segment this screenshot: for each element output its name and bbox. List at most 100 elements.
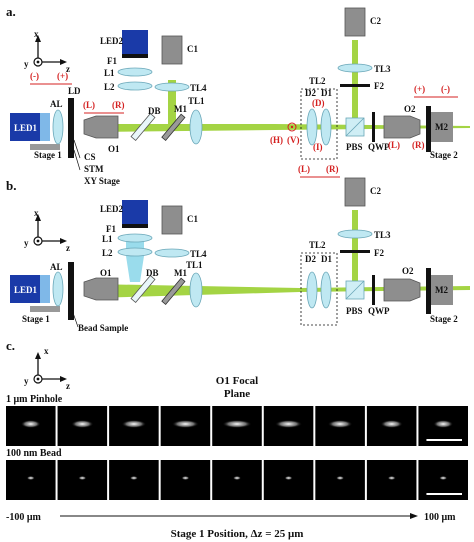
o2-label-b: O2 bbox=[402, 266, 414, 276]
tl4-label-b: TL4 bbox=[190, 249, 207, 259]
bead-frame-spot-7 bbox=[336, 476, 345, 480]
stage2-label-a: Stage 2 bbox=[430, 150, 458, 160]
panel-b: b. x y z LED1 Stage 1 AL Bead Sample O1 … bbox=[6, 177, 470, 333]
tl4-lens-a bbox=[154, 82, 190, 92]
red-R2-a: (R) bbox=[326, 164, 339, 174]
m2-label-a: M2 bbox=[435, 122, 448, 132]
focal-title-2: Plane bbox=[224, 388, 250, 400]
stage1-base-a bbox=[30, 144, 60, 150]
m2-mirror-a bbox=[426, 106, 431, 152]
red-R-a: (R) bbox=[112, 100, 125, 110]
beam-main-a bbox=[92, 124, 470, 132]
led2-b bbox=[122, 200, 148, 224]
tl1-lens-a bbox=[189, 109, 203, 145]
tl2-label-a: TL2 bbox=[309, 76, 326, 86]
pbs-label-a: PBS bbox=[346, 142, 363, 152]
panel-c-label: c. bbox=[6, 338, 15, 353]
o1-label-b: O1 bbox=[100, 268, 112, 278]
bead-sample-label: Bead Sample bbox=[78, 323, 128, 333]
tl3-label-a: TL3 bbox=[374, 64, 391, 74]
stage2-a bbox=[431, 112, 453, 142]
bead-frame-spot-9 bbox=[439, 476, 448, 480]
row1-label: 1 μm Pinhole bbox=[6, 394, 63, 405]
al-label-b: AL bbox=[50, 262, 63, 272]
x-title: Stage 1 Position, Δz = 25 μm bbox=[171, 528, 304, 540]
tl2-label-b: TL2 bbox=[309, 240, 326, 250]
bead-frame-7 bbox=[315, 460, 365, 500]
l1-label-a: L1 bbox=[104, 68, 115, 78]
stage2-b bbox=[431, 275, 453, 305]
axis-x-label: x bbox=[34, 29, 39, 39]
bead-frame-spot-6 bbox=[284, 476, 293, 480]
m2-mirror-b bbox=[426, 268, 431, 314]
db-label-b: DB bbox=[146, 268, 159, 278]
axis-z-label-c: z bbox=[66, 381, 70, 391]
red-D-a: (D) bbox=[312, 98, 325, 108]
d2-lens-a bbox=[306, 108, 318, 146]
o2-objective-a bbox=[383, 115, 421, 139]
sign-plus2-a: (+) bbox=[414, 84, 425, 94]
row2-label: 100 nm Bead bbox=[6, 448, 62, 459]
m1-mirror-b bbox=[161, 277, 186, 305]
pinhole-frame-spot-2 bbox=[71, 420, 94, 428]
f2-label-a: F2 bbox=[374, 81, 384, 91]
ld-slide-a bbox=[68, 98, 74, 158]
led1-label-a: LED1 bbox=[14, 123, 38, 133]
o1-label-a: O1 bbox=[108, 144, 120, 154]
focal-title-1: O1 Focal bbox=[216, 375, 258, 387]
pinhole-frame-spot-1 bbox=[20, 420, 41, 428]
bead-frame-spot-1 bbox=[26, 476, 35, 480]
bead-frame-spot-5 bbox=[233, 476, 241, 480]
f2-filter-a bbox=[340, 84, 370, 87]
o1-objective-b bbox=[83, 277, 119, 301]
o2-objective-b bbox=[383, 278, 421, 302]
pinhole-frame-spot-4 bbox=[171, 420, 200, 428]
bead-frame-4 bbox=[160, 460, 211, 500]
panel-c: c. x y z O1 Focal Plane 1 μm Pinhole 100… bbox=[6, 338, 468, 540]
red-L2-a: (L) bbox=[298, 164, 310, 174]
pinhole-frame-spot-9 bbox=[433, 420, 454, 428]
panel-a: a. x y z LED1 Stage 1 AL LD CS STM XY S bbox=[6, 4, 470, 186]
red-L-a: (L) bbox=[83, 100, 95, 110]
l2-lens-a bbox=[117, 81, 153, 91]
l1-label-b: L1 bbox=[102, 234, 113, 244]
stage1-label-a: Stage 1 bbox=[34, 150, 62, 160]
led1-label-b: LED1 bbox=[14, 285, 38, 295]
cs-label-a: CS bbox=[84, 152, 96, 162]
c1-label-a: C1 bbox=[187, 44, 198, 54]
bead-frame-spot-8 bbox=[387, 476, 396, 480]
pinhole-frame-spot-5 bbox=[222, 420, 252, 428]
bead-frame-spot-3 bbox=[129, 476, 138, 480]
c2-camera-b bbox=[344, 177, 366, 207]
pinhole-frame-spot-7 bbox=[327, 420, 353, 428]
panel-a-label: a. bbox=[6, 4, 16, 19]
axis-y-label-c: y bbox=[24, 376, 29, 386]
tl3-lens-b bbox=[337, 229, 373, 239]
tl3-label-b: TL3 bbox=[374, 230, 391, 240]
db-label-a: DB bbox=[148, 106, 161, 116]
red-V-a: (V) bbox=[287, 135, 300, 145]
tl3-lens-a bbox=[337, 63, 373, 73]
m1-label-b: M1 bbox=[174, 268, 187, 278]
bead-frame-8 bbox=[366, 460, 417, 500]
axes-a: x y z bbox=[24, 29, 70, 74]
led2-label-a: LED2 bbox=[100, 36, 124, 46]
stage2-label-b: Stage 2 bbox=[430, 314, 458, 324]
pinhole-image-row bbox=[6, 406, 468, 446]
qwp-label-a: QWP bbox=[368, 142, 390, 152]
illumination-cone-b bbox=[126, 236, 144, 282]
d1-label-a: D1 bbox=[321, 88, 332, 98]
red-H-a: (H) bbox=[270, 135, 283, 145]
m2-label-b: M2 bbox=[435, 285, 448, 295]
axis-y-label-b: y bbox=[24, 238, 29, 248]
l1-lens-a bbox=[117, 67, 153, 77]
tl1-lens-b bbox=[189, 272, 203, 308]
led2-a bbox=[122, 30, 148, 54]
pinhole-frame-spot-6 bbox=[274, 420, 303, 428]
d2-label-a: D2 bbox=[305, 88, 316, 98]
panel-b-label: b. bbox=[6, 178, 16, 193]
tl2-box-b bbox=[300, 252, 338, 326]
tl1-label-a: TL1 bbox=[188, 96, 205, 106]
axes-c: x y z bbox=[24, 346, 70, 391]
